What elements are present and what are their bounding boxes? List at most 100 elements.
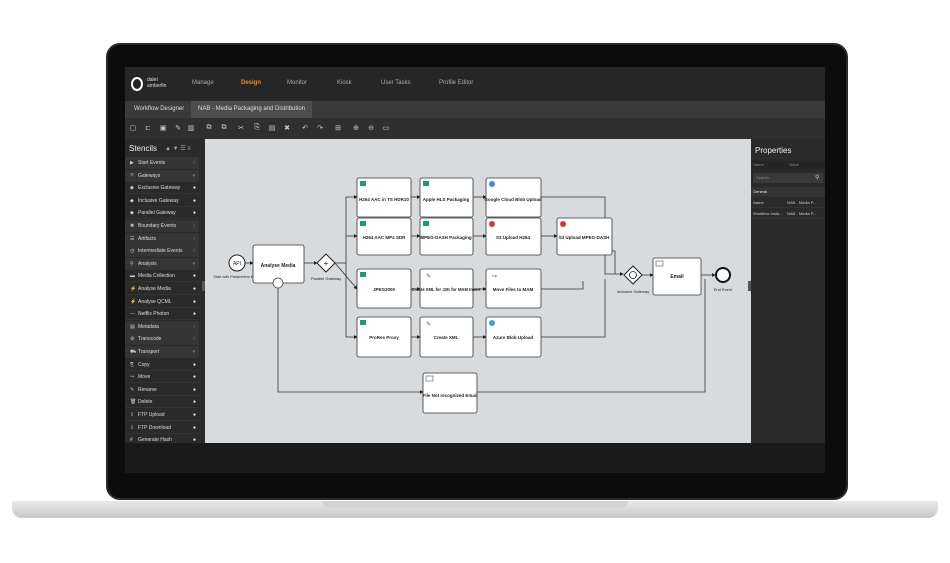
- info-icon[interactable]: ●: [192, 311, 196, 318]
- new-icon[interactable]: ▢: [129, 125, 137, 132]
- task-h264-mp4[interactable]: H264 AAC MP4 SDR: [356, 217, 412, 256]
- stencil-start-events[interactable]: ▶Start Events›: [125, 157, 199, 169]
- info-icon[interactable]: ●: [192, 185, 196, 192]
- property-row-name[interactable]: Name NAB - Media P...: [751, 198, 825, 208]
- chevron-icon[interactable]: ›: [193, 235, 195, 242]
- nav-design[interactable]: Design: [241, 80, 262, 86]
- info-icon[interactable]: ●: [192, 412, 196, 418]
- stencil-parallel-gateway[interactable]: ◆Parallel Gateway●: [125, 207, 199, 220]
- stencil-tools-icon[interactable]: ▲ ▼ ☰ ≡: [165, 146, 191, 152]
- properties-group-general[interactable]: General: [751, 187, 825, 197]
- task-google-cloud[interactable]: Google Cloud Blob Upload: [484, 177, 542, 218]
- chevron-icon[interactable]: ›: [193, 160, 195, 166]
- save-as-icon[interactable]: ✎: [175, 125, 181, 132]
- task-apple-hls[interactable]: Apple HLS Packaging: [419, 177, 474, 218]
- stencil-copy[interactable]: ⎘Copy●: [125, 358, 199, 371]
- info-icon[interactable]: ●: [192, 210, 196, 217]
- grid-icon[interactable]: ⊞: [335, 125, 341, 132]
- paste-icon[interactable]: ⧉: [221, 124, 227, 131]
- property-row-workflow-instance[interactable]: Workflow Insta... NAB - Media P...: [751, 209, 825, 219]
- info-icon[interactable]: ●: [192, 374, 196, 381]
- task-xml-j2k[interactable]: ✎ Create XML for J2K for MAM Insert: [411, 268, 481, 309]
- info-icon[interactable]: ●: [192, 273, 196, 280]
- start-event[interactable]: API Start with Parameters Event: [213, 254, 262, 279]
- right-panel-collapse-handle[interactable]: [748, 281, 751, 291]
- stencil-ftp-download[interactable]: ⇩FTP Download●: [125, 421, 199, 434]
- info-icon[interactable]: ●: [192, 361, 196, 368]
- task-h264-ts[interactable]: H264 AAC in TS HDR10: [356, 177, 412, 218]
- delete-icon[interactable]: ▥: [187, 125, 195, 132]
- stencil-analyse-media[interactable]: ⚡Analyse Media●: [125, 283, 199, 295]
- task-create-xml[interactable]: ✎ Create XML: [419, 316, 474, 358]
- task-analyse-media[interactable]: Analyse Media: [252, 244, 305, 289]
- task-email[interactable]: Email: [652, 257, 702, 296]
- task-file-not-recognized[interactable]: File Not recognized Email: [422, 372, 478, 414]
- stencil-delete[interactable]: 🗑Delete●: [125, 396, 199, 409]
- stencil-gateways[interactable]: ⤧Gateways▾: [125, 169, 199, 182]
- info-icon[interactable]: ●: [192, 424, 196, 431]
- stencil-transcode[interactable]: ⚙Transcode›: [125, 333, 199, 346]
- chevron-icon[interactable]: ›: [193, 248, 195, 255]
- nav-monitor[interactable]: Monitor: [287, 80, 308, 86]
- task-s3-h264[interactable]: S3 Upload H264: [485, 217, 542, 256]
- info-icon[interactable]: ●: [192, 286, 196, 292]
- zoom-in-icon[interactable]: ⊕: [353, 125, 359, 132]
- open-icon[interactable]: ⊏: [145, 125, 151, 132]
- tab-workflow-designer[interactable]: Workflow Designer: [134, 106, 185, 112]
- stencil-media-collection[interactable]: ▬Media Collection●: [125, 270, 199, 283]
- info-icon[interactable]: ●: [192, 197, 196, 204]
- workflow-canvas[interactable]: API Start with Parameters Event Analyse …: [205, 139, 751, 443]
- info-icon[interactable]: ●: [192, 386, 196, 393]
- stencil-analysis[interactable]: ⚲Analysis▾: [125, 257, 199, 270]
- task-move-mam[interactable]: ↪ Move Files to MAM: [485, 268, 542, 309]
- info-icon[interactable]: ●: [192, 399, 196, 406]
- stencil-boundary-events[interactable]: ✖Boundary Events›: [125, 220, 199, 232]
- cut-icon[interactable]: ✂: [238, 125, 244, 132]
- redo-icon[interactable]: ↷: [317, 125, 323, 132]
- info-icon[interactable]: ●: [192, 437, 196, 444]
- copy-icon[interactable]: ⧉: [206, 124, 212, 131]
- chevron-icon[interactable]: ›: [193, 336, 195, 343]
- chevron-icon[interactable]: ▾: [192, 349, 195, 355]
- stencil-ftp-upload[interactable]: ⇪FTP Upload●: [125, 409, 199, 421]
- stencil-artifacts[interactable]: ☰Artifacts›: [125, 232, 199, 245]
- chevron-icon[interactable]: ▾: [192, 172, 195, 179]
- chevron-icon[interactable]: ›: [193, 223, 195, 229]
- stencil-metadata[interactable]: ▤Metadata›: [125, 320, 199, 333]
- nav-kiosk[interactable]: Kiosk: [337, 80, 352, 86]
- stencil-netflix-photon[interactable]: —Netflix Photon●: [125, 308, 199, 321]
- nav-manage[interactable]: Manage: [192, 80, 214, 86]
- chevron-icon[interactable]: ▾: [192, 260, 195, 267]
- save-icon[interactable]: ▣: [159, 125, 167, 132]
- stencil-move[interactable]: ↪Move●: [125, 371, 199, 384]
- stencil-inclusive-gateway[interactable]: ◆Inclusive Gateway●: [125, 194, 199, 207]
- tab-nab-media-packaging[interactable]: NAB - Media Packaging and Distribution: [191, 101, 313, 118]
- undo-icon[interactable]: ↶: [302, 125, 308, 132]
- task-azure[interactable]: Azure Blob Upload: [485, 316, 542, 358]
- nav-profile-editor[interactable]: Profile Editor: [439, 80, 474, 86]
- zoom-out-icon[interactable]: ⊖: [368, 125, 374, 132]
- task-mpeg-dash[interactable]: MPEG-DASH Packaging: [419, 217, 474, 256]
- task-s3-dash[interactable]: S3 Upload MPEG-DASH: [556, 217, 613, 256]
- stencil-intermediate-events[interactable]: ◷Intermediate Events›: [125, 245, 199, 258]
- stencil-exclusive-gateway[interactable]: ◆Exclusive Gateway●: [125, 182, 199, 195]
- copy2-icon[interactable]: ⎘: [254, 124, 260, 131]
- chevron-icon[interactable]: ›: [193, 323, 195, 330]
- dalet-logo-icon[interactable]: [131, 77, 143, 91]
- task-jpeg2000[interactable]: JPEG2000: [356, 268, 412, 309]
- properties-search-input[interactable]: Search: [753, 173, 823, 183]
- task-prores[interactable]: ProRes Proxy: [356, 316, 412, 358]
- parallel-gateway[interactable]: + Parallel Gateway: [311, 253, 341, 281]
- info-icon[interactable]: ●: [192, 298, 196, 305]
- nav-user-tasks[interactable]: User Tasks: [381, 80, 411, 86]
- stencil-analyse-qcml[interactable]: ⚡Analyse QCML●: [125, 295, 199, 308]
- fit-icon[interactable]: ▭: [382, 125, 390, 132]
- left-panel-collapse-handle[interactable]: [202, 281, 205, 291]
- delete2-icon[interactable]: ✖: [284, 125, 290, 132]
- paste2-icon[interactable]: ▤: [268, 125, 276, 132]
- inclusive-gateway[interactable]: Inclusive Gateway: [617, 265, 649, 294]
- search-icon[interactable]: ⚲: [815, 175, 820, 181]
- stencil-rename[interactable]: ✎Rename●: [125, 383, 199, 396]
- stencil-transport[interactable]: ⛟Transport▾: [125, 346, 199, 358]
- end-event[interactable]: End Event: [714, 267, 733, 292]
